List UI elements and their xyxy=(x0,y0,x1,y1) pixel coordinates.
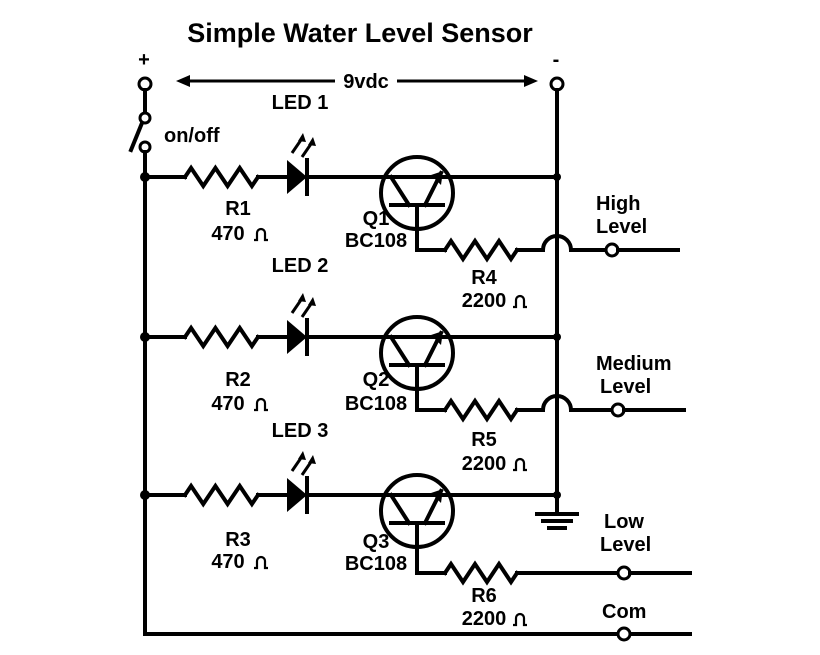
ohm-symbol xyxy=(254,555,268,570)
ground-symbol xyxy=(535,496,579,530)
series-resistor xyxy=(182,164,261,190)
probe-resistor-label: R4 xyxy=(471,267,497,289)
level-label: High xyxy=(596,193,640,215)
negative-sign: - xyxy=(553,49,560,71)
transistor-symbol xyxy=(379,315,455,412)
led-label: LED 3 xyxy=(272,420,329,442)
led-symbol xyxy=(287,451,316,514)
ohm-symbol xyxy=(513,612,527,627)
transistor-type: BC108 xyxy=(345,553,407,575)
transistor-type: BC108 xyxy=(345,230,407,252)
wire-hop xyxy=(540,394,574,413)
resistor-label: R2 xyxy=(225,369,251,391)
transistor-symbol xyxy=(379,473,455,575)
ohm-symbol xyxy=(254,227,268,242)
transistor-label: Q2 xyxy=(363,369,390,391)
transistor-type: BC108 xyxy=(345,393,407,415)
probe-resistor-label: R6 xyxy=(471,585,497,607)
voltage-arrow xyxy=(176,75,538,87)
transistor-symbol xyxy=(379,155,455,252)
level-label: Medium xyxy=(596,353,672,375)
resistor-value: 470 xyxy=(211,393,244,415)
positive-sign: + xyxy=(138,49,150,71)
probe-resistor-value: 2200 xyxy=(462,453,507,475)
common-label: Com xyxy=(602,601,646,623)
led-symbol xyxy=(287,293,316,356)
led-label: LED 1 xyxy=(272,92,329,114)
transistor-label: Q3 xyxy=(363,531,390,553)
series-resistor xyxy=(182,324,261,350)
level-label-line2: Level xyxy=(596,216,647,238)
probe-resistor-value: 2200 xyxy=(462,608,507,630)
ohm-symbol xyxy=(513,457,527,472)
level-label-line2: Level xyxy=(600,534,651,556)
probe-resistor xyxy=(442,560,520,586)
switch-label: on/off xyxy=(164,125,220,147)
probe-resistor-value: 2200 xyxy=(462,290,507,312)
resistor-value: 470 xyxy=(211,223,244,245)
ohm-symbol xyxy=(254,397,268,412)
wire-hop xyxy=(540,234,574,253)
level-label-line2: Level xyxy=(600,376,651,398)
resistor-label: R1 xyxy=(225,198,251,220)
ohm-symbol xyxy=(513,294,527,309)
transistor-label: Q1 xyxy=(363,208,390,230)
resistor-value: 470 xyxy=(211,551,244,573)
diagram-title: Simple Water Level Sensor xyxy=(187,18,533,48)
series-resistor xyxy=(182,482,261,508)
probe-resistor xyxy=(442,397,520,423)
common-terminal xyxy=(616,626,632,642)
resistor-label: R3 xyxy=(225,529,251,551)
on-off-switch xyxy=(128,88,152,154)
probe-resistor xyxy=(442,237,520,263)
led-label: LED 2 xyxy=(272,255,329,277)
voltage-label: 9vdc xyxy=(343,71,389,93)
probe-resistor-label: R5 xyxy=(471,429,497,451)
level-label: Low xyxy=(604,511,644,533)
led-symbol xyxy=(287,133,316,196)
